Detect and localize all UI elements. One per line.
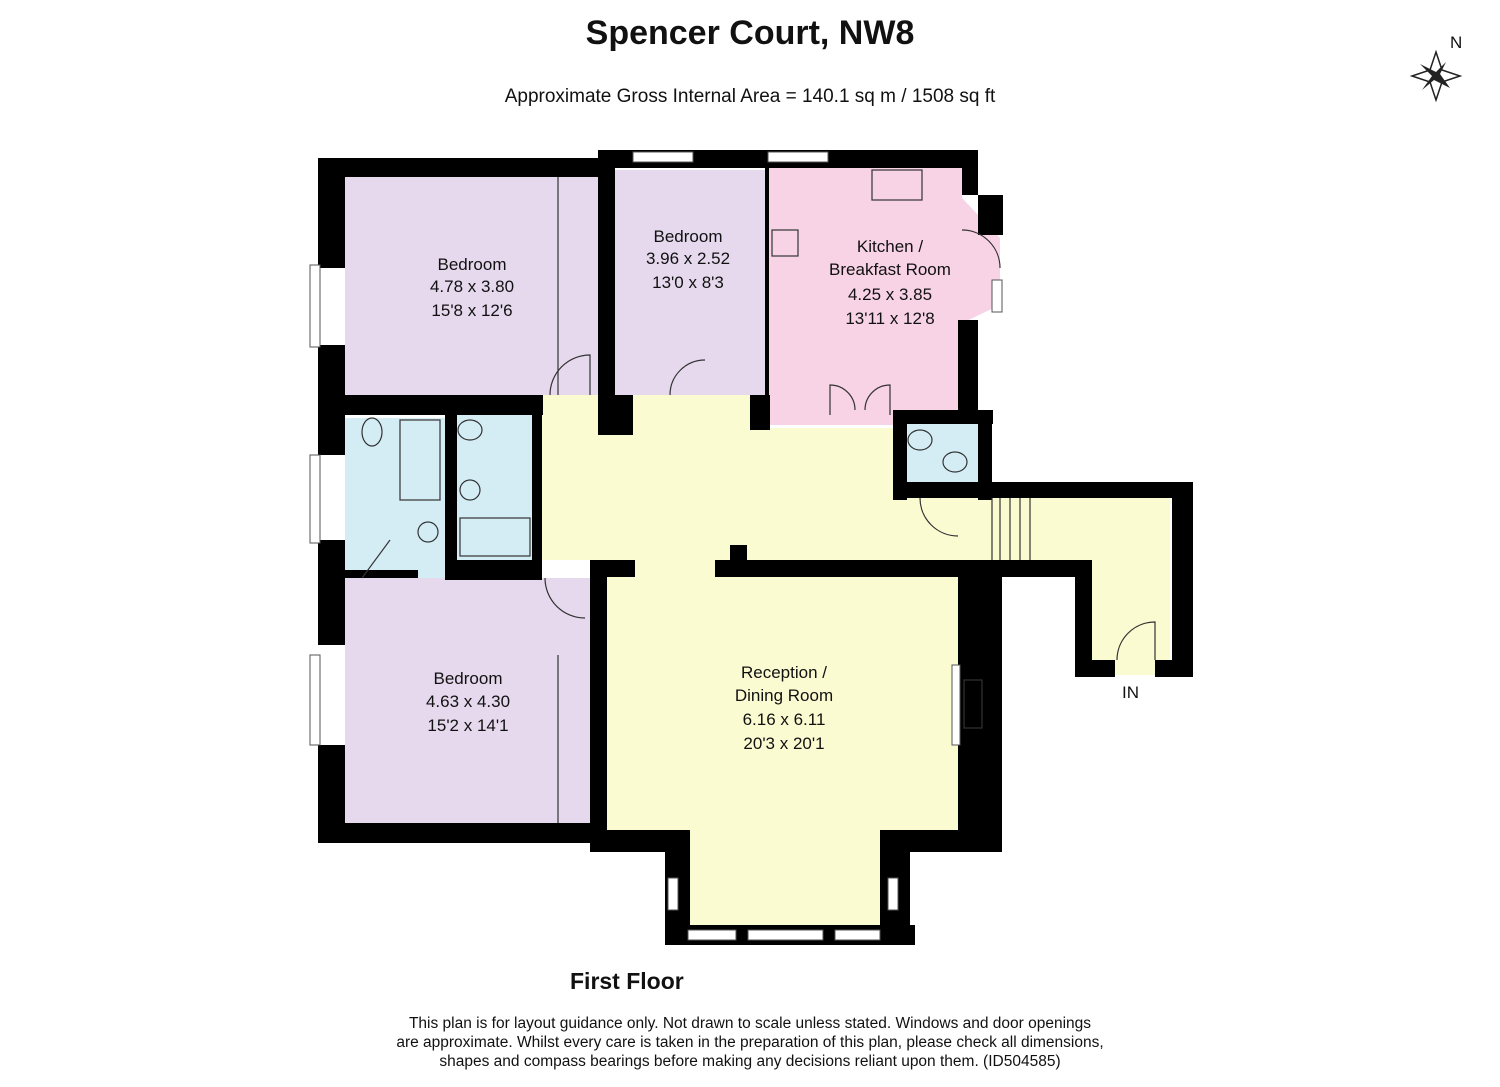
bedroom3-name: Bedroom bbox=[434, 669, 503, 688]
disclaimer: This plan is for layout guidance only. N… bbox=[300, 1014, 1200, 1071]
kitchen-name-line2: Breakfast Room bbox=[829, 260, 951, 279]
floor-label: First Floor bbox=[570, 968, 684, 994]
kitchen-imperial: 13'11 x 12'8 bbox=[845, 309, 934, 328]
disclaimer-line-1: This plan is for layout guidance only. N… bbox=[408, 1015, 1092, 1032]
windows bbox=[309, 151, 1003, 941]
bedroom1-name: Bedroom bbox=[438, 255, 507, 274]
bedroom2-label: Bedroom 3.96 x 2.52 13'0 x 8'3 bbox=[646, 227, 730, 292]
reception-imperial: 20'3 x 20'1 bbox=[743, 734, 824, 753]
bedroom1-metric: 4.78 x 3.80 bbox=[430, 277, 514, 296]
compass-icon: N bbox=[1409, 33, 1463, 103]
bedroom2-imperial: 13'0 x 8'3 bbox=[652, 273, 724, 292]
kitchen-metric: 4.25 x 3.85 bbox=[848, 285, 932, 304]
hallway-fill bbox=[532, 395, 1170, 675]
compass-north-label: N bbox=[1450, 33, 1462, 52]
kitchen-name-line1: Kitchen / bbox=[857, 237, 923, 256]
bathroom-fill bbox=[457, 395, 532, 560]
disclaimer-line-2: are approximate. Whilst every care is ta… bbox=[396, 1034, 1104, 1051]
bedroom1-imperial: 15'8 x 12'6 bbox=[431, 301, 512, 320]
bedroom3-fill bbox=[345, 578, 590, 823]
bedroom3-metric: 4.63 x 4.30 bbox=[426, 692, 510, 711]
bedroom3-imperial: 15'2 x 14'1 bbox=[427, 716, 508, 735]
reception-name-line2: Dining Room bbox=[735, 686, 833, 705]
bedroom3-label: Bedroom 4.63 x 4.30 15'2 x 14'1 bbox=[426, 669, 510, 735]
entrance-label: IN bbox=[1122, 683, 1139, 702]
disclaimer-line-3: shapes and compass bearings before makin… bbox=[439, 1053, 1061, 1070]
walls bbox=[318, 150, 1193, 945]
reception-metric: 6.16 x 6.11 bbox=[743, 710, 826, 729]
page-title: Spencer Court, NW8 bbox=[585, 14, 915, 52]
kitchen-label: Kitchen / Breakfast Room 4.25 x 3.85 13'… bbox=[829, 237, 951, 328]
ensuite-fill bbox=[345, 418, 445, 578]
reception-label: Reception / Dining Room 6.16 x 6.11 20'3… bbox=[735, 663, 833, 753]
reception-fill bbox=[605, 575, 958, 925]
kitchen-fill bbox=[767, 168, 1000, 425]
gross-area-text: Approximate Gross Internal Area = 140.1 … bbox=[504, 86, 996, 107]
bedroom2-fill bbox=[615, 170, 765, 395]
doors-fixtures bbox=[361, 169, 1156, 823]
reception-name-line1: Reception / bbox=[741, 663, 827, 682]
bedroom1-label: Bedroom 4.78 x 3.80 15'8 x 12'6 bbox=[430, 255, 514, 320]
bedroom2-metric: 3.96 x 2.52 bbox=[646, 249, 730, 268]
bedroom2-name: Bedroom bbox=[654, 227, 723, 246]
